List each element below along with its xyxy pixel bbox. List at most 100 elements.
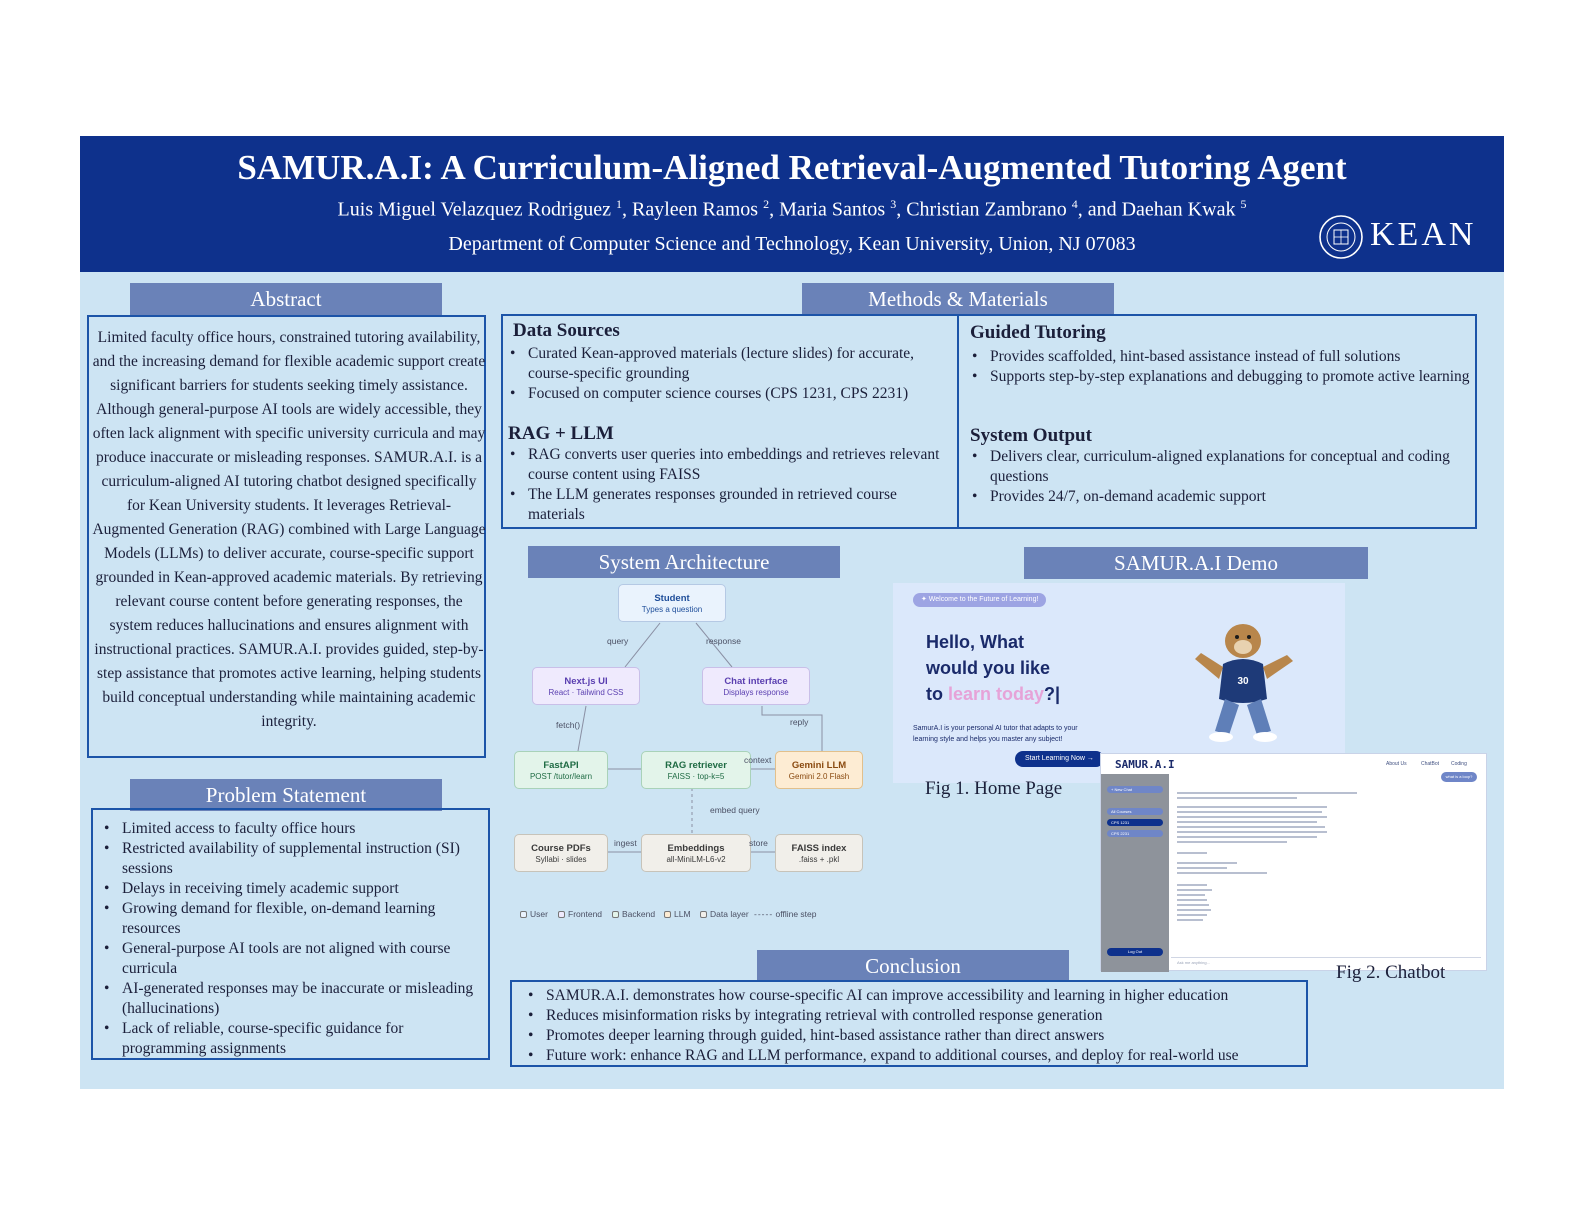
chat-input[interactable]: Ask me anything... <box>1171 957 1481 967</box>
assistant-message <box>1177 792 1377 942</box>
list-item: Reduces misinformation risks by integrat… <box>526 1006 1306 1026</box>
abstract-text: Limited faculty office hours, constraine… <box>92 329 486 730</box>
home-tagline: SamurA.I is your personal AI tutor that … <box>913 725 1078 743</box>
affiliation: Department of Computer Science and Techn… <box>448 233 1136 255</box>
list-item: Restricted availability of supplemental … <box>102 839 487 879</box>
guided-tutoring-list: Provides scaffolded, hint-based assistan… <box>970 347 1470 387</box>
system-output-heading: System Output <box>970 425 1092 446</box>
chat-brand: SAMUR.A.I <box>1115 758 1175 771</box>
list-item: SAMUR.A.I. demonstrates how course-speci… <box>526 986 1306 1006</box>
nav-chatbot[interactable]: ChatBot <box>1421 761 1440 767</box>
list-item: Provides 24/7, on-demand academic suppor… <box>970 487 1470 507</box>
list-item: Focused on computer science courses (CPS… <box>508 384 948 404</box>
course-all[interactable]: All Courses <box>1107 808 1163 815</box>
edge-label-fetch: fetch() <box>556 720 581 730</box>
rag-llm-list: RAG converts user queries into embedding… <box>508 445 948 525</box>
node-embeddings: Embeddings all-MiniLM-L6-v2 <box>641 834 751 872</box>
author-affiliation-number: 4 <box>1071 197 1078 211</box>
legend-data-layer: Data layer <box>700 909 749 919</box>
nav-coding[interactable]: Coding <box>1451 761 1467 767</box>
list-item: Delays in receiving timely academic supp… <box>102 879 487 899</box>
list-item: Growing demand for flexible, on-demand l… <box>102 899 487 939</box>
legend-offline-step: ----- offline step <box>754 909 817 919</box>
node-nextjs-ui: Next.js UI React · Tailwind CSS <box>532 667 640 705</box>
chat-sidebar: + New Chat All Courses CPS 1231 CPS 2231 <box>1101 774 1169 972</box>
home-page-screenshot: ✦ Welcome to the Future of Learning! Hel… <box>893 583 1345 783</box>
problem-heading: Problem Statement <box>130 779 442 811</box>
architecture-heading: System Architecture <box>528 546 840 578</box>
architecture-diagram: Student Types a question Next.js UI Reac… <box>510 584 880 934</box>
author-separator: , <box>769 198 780 221</box>
legend-llm: LLM <box>664 909 691 919</box>
author-separator: , and <box>1077 198 1122 221</box>
logout-button[interactable]: Log Out <box>1107 948 1163 956</box>
list-item: Supports step-by-step explanations and d… <box>970 367 1470 387</box>
node-course-pdfs: Course PDFs Syllabi · slides <box>514 834 608 872</box>
author-name: Maria Santos <box>779 198 891 221</box>
edge-label-reply: reply <box>790 717 809 727</box>
home-headline: Hello, What would you like to learn toda… <box>926 632 1061 704</box>
legend-user: User <box>520 909 548 919</box>
poster-title: SAMUR.A.I: A Curriculum-Aligned Retrieva… <box>237 148 1347 187</box>
edge-label-store: store <box>749 838 768 848</box>
author-name: Daehan Kwak <box>1121 198 1241 221</box>
conclusion-list: SAMUR.A.I. demonstrates how course-speci… <box>526 986 1306 1066</box>
list-item: AI-generated responses may be inaccurate… <box>102 979 487 1019</box>
data-sources-heading: Data Sources <box>513 320 620 341</box>
edge-fetch <box>577 705 587 752</box>
abstract-box <box>87 315 486 758</box>
cougar-mascot-icon: 30 <box>1195 624 1293 742</box>
chatbot-screenshot: SAMUR.A.I About Us ChatBot Coding + New … <box>1100 753 1487 972</box>
welcome-pill: ✦ Welcome to the Future of Learning! <box>913 593 1047 607</box>
list-item: The LLM generates responses grounded in … <box>508 485 948 525</box>
node-rag-retriever: RAG retriever FAISS · top-k=5 <box>641 751 751 789</box>
node-fastapi: FastAPI POST /tutor/learn <box>514 751 608 789</box>
author-name: Luis Miguel Velazquez Rodriguez <box>337 198 616 221</box>
poster-header: SAMUR.A.I: A Curriculum-Aligned Retrieva… <box>80 136 1504 272</box>
abstract-heading: Abstract <box>130 283 442 315</box>
author-separator: , <box>896 198 907 221</box>
edge-response <box>695 622 733 668</box>
author-affiliation-number: 1 <box>616 197 622 211</box>
edge-label-response: response <box>706 636 741 646</box>
edge-label-embed-query: embed query <box>710 805 760 815</box>
conclusion-heading: Conclusion <box>757 950 1069 982</box>
node-faiss-index: FAISS index .faiss + .pkl <box>775 834 863 872</box>
course-cps1231[interactable]: CPS 1231 <box>1107 819 1163 826</box>
kean-wordmark: KEAN <box>1370 216 1477 253</box>
diagram-edges <box>577 622 823 853</box>
edge-label-ingest: ingest <box>614 838 637 848</box>
list-item: Lack of reliable, course-specific guidan… <box>102 1019 487 1059</box>
author-list: Luis Miguel Velazquez Rodriguez 1, Rayle… <box>80 197 1504 222</box>
author-affiliation-number: 2 <box>763 197 770 211</box>
rag-llm-heading: RAG + LLM <box>508 423 614 444</box>
methods-right-box <box>957 314 1477 529</box>
author-name: Christian Zambrano <box>906 198 1072 221</box>
edge-label-context: context <box>744 755 772 765</box>
data-sources-list: Curated Kean-approved materials (lecture… <box>508 344 948 404</box>
node-student: Student Types a question <box>618 584 726 622</box>
methods-heading: Methods & Materials <box>802 283 1114 315</box>
new-chat-button[interactable]: + New Chat <box>1107 786 1163 793</box>
list-item: Future work: enhance RAG and LLM perform… <box>526 1046 1306 1066</box>
demo-heading: SAMUR.A.I Demo <box>1024 547 1368 579</box>
fig1-caption: Fig 1. Home Page <box>925 778 1063 799</box>
list-item: Delivers clear, curriculum-aligned expla… <box>970 447 1470 487</box>
university-seal-icon <box>1319 215 1363 259</box>
problem-box <box>91 808 490 1060</box>
legend-frontend: Frontend <box>558 909 602 919</box>
edge-reply <box>761 706 823 751</box>
nav-about[interactable]: About Us <box>1386 761 1407 767</box>
edge-query <box>624 622 661 668</box>
list-item: General-purpose AI tools are not aligned… <box>102 939 487 979</box>
system-output-list: Delivers clear, curriculum-aligned expla… <box>970 447 1470 507</box>
list-item: Limited access to faculty office hours <box>102 819 487 839</box>
kean-logo: KEAN <box>1318 212 1488 262</box>
node-gemini-llm: Gemini LLM Gemini 2.0 Flash <box>775 751 863 789</box>
conclusion-box <box>510 980 1308 1067</box>
start-learning-button[interactable]: Start Learning Now → <box>1015 751 1104 767</box>
course-cps2231[interactable]: CPS 2231 <box>1107 830 1163 837</box>
list-item: Promotes deeper learning through guided,… <box>526 1026 1306 1046</box>
author-name: Rayleen Ramos <box>632 198 764 221</box>
edge-label-query: query <box>607 636 629 646</box>
